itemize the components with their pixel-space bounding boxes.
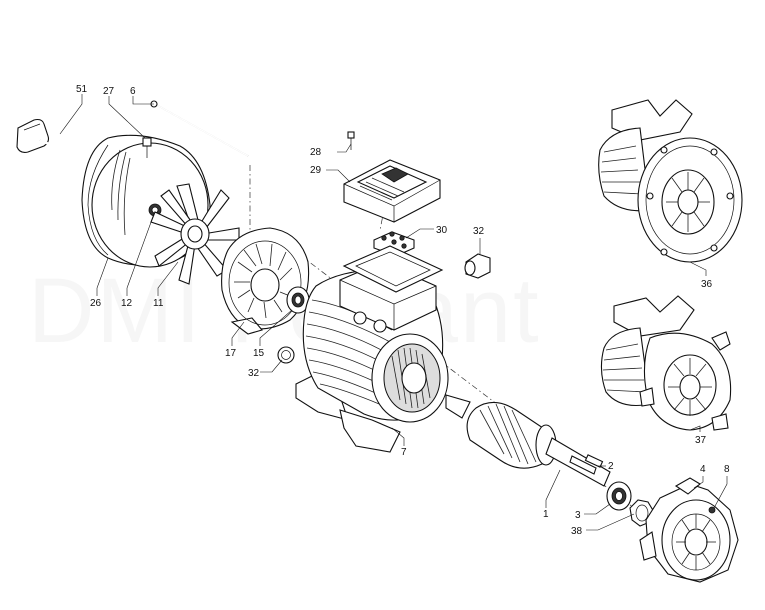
- callout-6: 6: [130, 86, 136, 97]
- callout-27: 27: [103, 86, 115, 97]
- callout-8: 8: [724, 464, 730, 475]
- front-bearing: [606, 481, 632, 511]
- shaft-key: [584, 454, 604, 468]
- callout-3: 3: [575, 510, 581, 521]
- tie-rod: [150, 100, 249, 157]
- callout-38: 38: [571, 526, 583, 537]
- rear-end-shield: [221, 227, 310, 335]
- callout-1: 1: [543, 509, 549, 520]
- terminal-box-gasket: [342, 245, 444, 293]
- callout-29: 29: [310, 165, 322, 176]
- callout-4: 4: [700, 464, 706, 475]
- cable-gland: [464, 253, 491, 279]
- callout-15: 15: [253, 348, 265, 359]
- callout-labels: 51 27 6 26 12 11 28 29 30 32 17 15 32 7 …: [76, 84, 730, 537]
- callout-30: 30: [436, 225, 448, 236]
- callout-32-plug: 32: [248, 368, 260, 379]
- callout-2: 2: [608, 461, 614, 472]
- cooling-fan: [150, 183, 240, 285]
- callout-51: 51: [76, 84, 88, 95]
- cover-screw: [142, 137, 152, 158]
- callout-36: 36: [701, 279, 713, 290]
- fan-cover: [81, 134, 211, 268]
- stator-housing: [295, 261, 449, 453]
- flange-motor-variant: [598, 99, 743, 263]
- callout-26: 26: [90, 298, 102, 309]
- callout-11: 11: [153, 298, 164, 309]
- leader-lines: [59, 94, 728, 531]
- terminal-box-lid: [343, 159, 441, 223]
- face-mount-motor-variant: [600, 295, 732, 431]
- callout-17: 17: [225, 348, 237, 359]
- t-handle-key: [16, 118, 97, 167]
- callout-12: 12: [121, 298, 133, 309]
- callout-28: 28: [310, 147, 322, 158]
- callout-32-gland: 32: [473, 226, 485, 237]
- rotor-shaft: [445, 394, 611, 487]
- nut: [708, 506, 716, 514]
- callout-7: 7: [401, 447, 407, 458]
- callout-37: 37: [695, 435, 707, 446]
- cable-plug-left: [277, 346, 295, 364]
- front-end-shield: [639, 477, 739, 583]
